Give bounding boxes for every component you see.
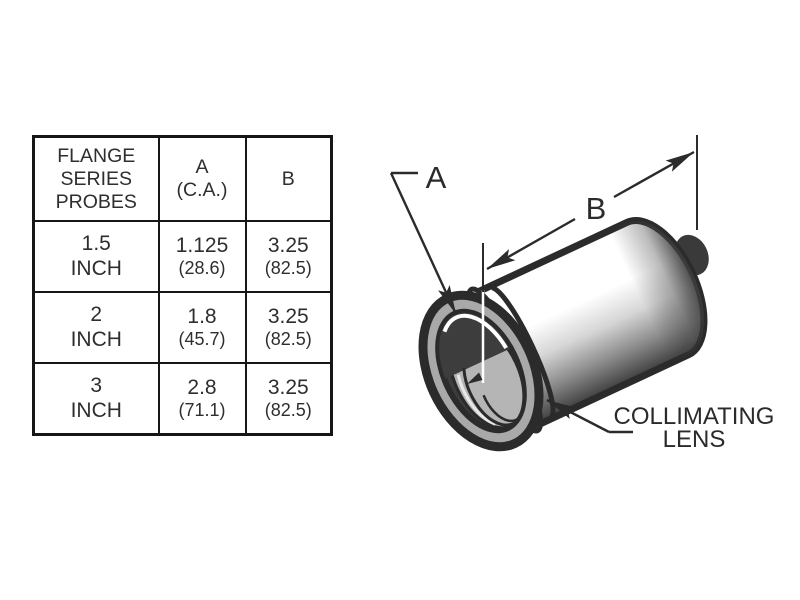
cell-b-value: 3.25(82.5) (244, 291, 333, 364)
probe-assembly (418, 217, 709, 452)
cell-b-value: 3.25(82.5) (244, 220, 333, 293)
dimension-a-leader (389, 172, 458, 315)
table-row: 1.5 INCH 1.125(28.6) 3.25(82.5) (32, 220, 333, 293)
table-row: 2 INCH 1.8(45.7) 3.25(82.5) (32, 291, 333, 364)
header-flange-series-probes: FLANGE SERIES PROBES (32, 135, 160, 222)
cell-probe-size: 1.5 INCH (32, 220, 160, 293)
dimension-b-label: B (586, 191, 607, 226)
cell-a-value: 2.8(71.1) (157, 362, 247, 436)
rear-cap-shade (608, 220, 704, 364)
bore-highlight (442, 313, 508, 350)
header-a-ca: A (C.A.) (157, 135, 247, 222)
cell-b-value: 3.25(82.5) (244, 362, 333, 436)
collimating-lens-label-line2: LENS (663, 426, 726, 453)
collimating-lens-label-line1: COLLIMATING (614, 403, 775, 430)
spec-table: FLANGE SERIES PROBES A (C.A.) B 1.5 INCH… (32, 135, 333, 436)
collimating-lens-leader (546, 398, 610, 434)
dimension-b-line-left (486, 217, 576, 271)
table-row: 3 INCH 2.8(71.1) 3.25(82.5) (32, 362, 333, 436)
dimension-b-line-right (613, 150, 695, 199)
lens-bevel-arc-inner (482, 394, 526, 423)
cell-probe-size: 2 INCH (32, 291, 160, 364)
dimension-a-label: A (426, 160, 447, 195)
cell-a-value: 1.125(28.6) (157, 220, 247, 293)
header-b: B (244, 135, 333, 222)
cell-a-value: 1.8(45.7) (157, 291, 247, 364)
center-tick-arrow (467, 372, 483, 384)
cell-probe-size: 3 INCH (32, 362, 160, 436)
table-header-row: FLANGE SERIES PROBES A (C.A.) B (32, 135, 333, 222)
lens-highlight-arc (456, 374, 496, 426)
